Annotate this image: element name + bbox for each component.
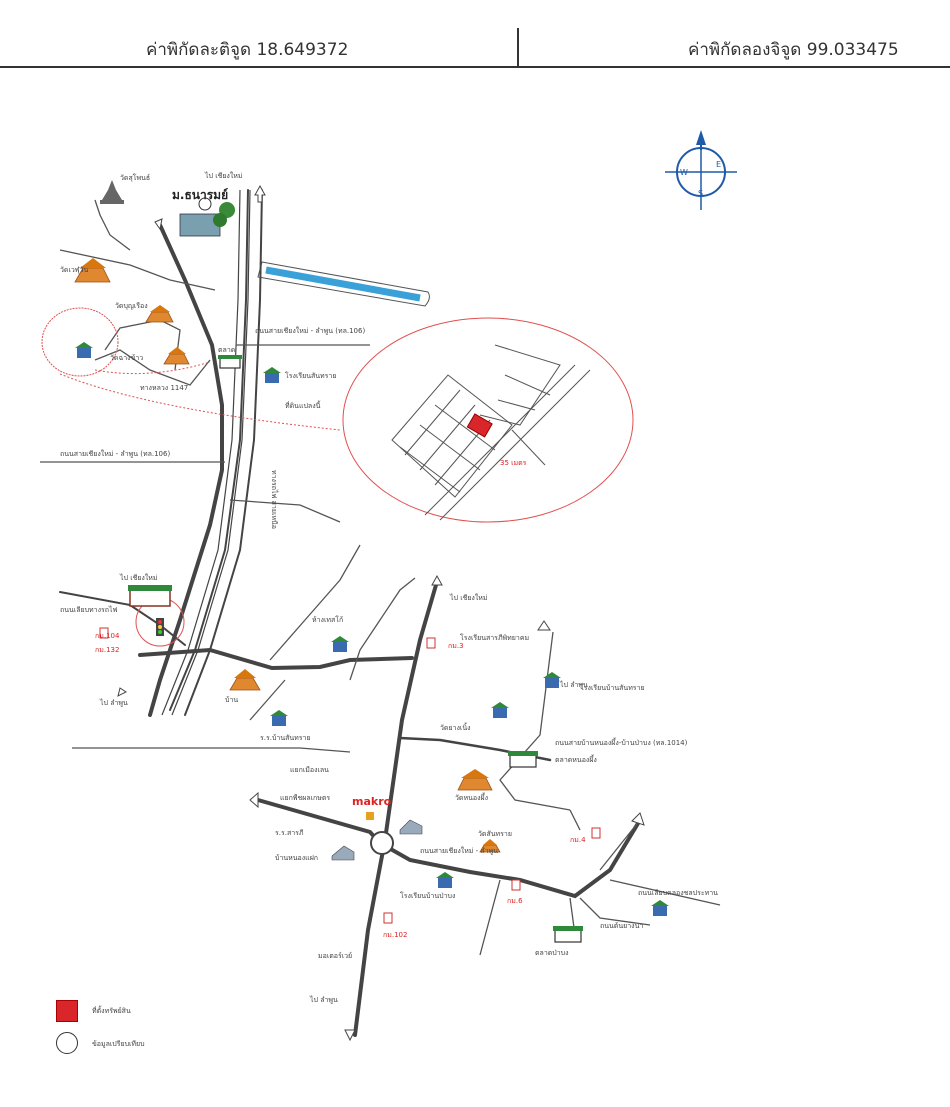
map-label: ไป ลำพูน [309, 995, 338, 1004]
map-label: บ้าน [225, 696, 238, 704]
km-label: กม.104 [95, 632, 120, 640]
main-roads [59, 189, 642, 1037]
map-label: ไป เชียงใหม่ [204, 171, 243, 180]
map-label: ทางรถไฟ สายเหนือ [270, 470, 279, 529]
map-label: แยกเมืองเลน [290, 766, 329, 774]
map-label: ไป เชียงใหม่ [119, 573, 158, 582]
school-icon [491, 702, 509, 718]
canal [257, 261, 430, 307]
temple-icon [457, 769, 493, 791]
map-label: ตลาด [218, 346, 235, 354]
header-rule [0, 66, 950, 68]
map-label: ถนนเลียบทางรถไฟ [60, 605, 118, 614]
legend-landmark-label: ข้อมูลเปรียบเทียบ [92, 1040, 145, 1048]
site-marker [466, 413, 493, 438]
distance-label: 35 เมตร [500, 459, 527, 467]
map-label: โรงเรียนสารภีพิทยาคม [460, 633, 529, 642]
map-label: ถนนสายเชียงใหม่ - ลำพูน [420, 846, 498, 855]
school-icon [331, 636, 349, 652]
map-label: มอเตอร์เวย์ [318, 952, 352, 960]
map-label: ที่ดินแปลงนี้ [285, 399, 321, 410]
map-label: บ้านหนองแฝก [275, 854, 318, 862]
shop-icon [218, 355, 242, 369]
map-label: ตลาดป่าบง [535, 949, 569, 957]
longitude-label: ค่าพิกัดลองจิจูด 99.033475 [688, 40, 899, 60]
km-label: กม.4 [570, 836, 586, 844]
map-label: ตลาดหนองผึ้ง [555, 753, 597, 764]
university-icon [179, 197, 235, 237]
warehouse-icon [399, 819, 423, 835]
school-icon [270, 710, 288, 726]
map-label: วัดยางเนิ้ง [440, 721, 471, 732]
road-end-arrows [117, 184, 645, 1042]
map-label: วัดบุญเรือง [115, 302, 148, 310]
map-label: โรงเรียนสันทราย [285, 371, 336, 380]
compass-w: W [680, 168, 688, 177]
map-label: ถนนสายบ้านหนองผึ้ง-บ้านป่าบง (ทล.1014) [555, 736, 688, 747]
map-label: ไป ลำพูน [559, 680, 588, 689]
school-icon [543, 672, 561, 688]
map-label: ถนนต้นยางนา [600, 922, 643, 930]
shop-icon [553, 926, 583, 943]
makro-logo: makro [352, 795, 392, 808]
temple-icon [163, 347, 190, 365]
coordinate-header: ค่าพิกัดละติจูด 18.649372 ค่าพิกัดลองจิจ… [0, 0, 950, 68]
traffic-light-icon [156, 618, 164, 636]
map-label: ห้างเทสโก้ [312, 615, 343, 624]
km-marker [99, 627, 601, 924]
map-label: วัดสันทราย [478, 830, 512, 838]
latitude-label: ค่าพิกัดละติจูด 18.649372 [146, 40, 349, 60]
km-label: กม.6 [507, 897, 523, 905]
stupa-icon [100, 180, 124, 204]
compass-e: E [716, 160, 721, 169]
school-icon [436, 872, 454, 888]
school-icon [651, 900, 669, 916]
makro-logo-mark [366, 812, 374, 820]
km-label: กม.102 [383, 931, 407, 939]
km-label: กม.3 [448, 642, 464, 650]
temple-icon [229, 669, 261, 691]
map-label: ถนนเลียบคลองชลประทาน [638, 889, 718, 897]
map-label: ถนนสายเชียงใหม่ - ลำพูน (ทล.106) [60, 449, 170, 458]
temple-icon [74, 258, 111, 283]
school-icon [75, 342, 93, 358]
warehouse-icon [331, 845, 355, 861]
compass-s: S [698, 189, 703, 198]
railway [161, 189, 251, 716]
map-label: วัดฉางข้าว [110, 354, 143, 362]
shop-icon [508, 751, 538, 768]
temple-icon [145, 305, 174, 323]
map-label: โรงเรียนบ้านป่าบง [400, 891, 455, 900]
temple-icon [479, 839, 501, 853]
compass-icon: W E S N [665, 130, 737, 210]
header-divider [517, 28, 519, 68]
map-label: ไป ลำพูน [99, 698, 128, 707]
map-label: ร.ร.สารภี [275, 829, 304, 837]
map-label: โรงเรียนบ้านสันทราย [580, 683, 645, 692]
map-label: วัดสุโพนธ์ [120, 173, 150, 182]
map-legend: ที่ตั้งทรัพย์สิน ข้อมูลเปรียบเทียบ [56, 1000, 256, 1060]
map-label: ร.ร.บ้านสันทราย [260, 734, 311, 742]
legend-site-swatch [56, 1000, 78, 1022]
map-label: แยกพืชผลเกษตร [280, 794, 330, 802]
location-map: W E S N [40, 130, 737, 1042]
map-label: ไป เชียงใหม่ [449, 593, 488, 602]
roundabout [370, 831, 394, 855]
legend-landmark-swatch [56, 1032, 78, 1054]
map-label: วัดเวฬุวัน [60, 266, 89, 274]
minor-roads [40, 199, 721, 956]
compass-n: N [698, 141, 699, 143]
plot-inset [391, 344, 591, 521]
school-icon [263, 367, 281, 383]
map-label: ถนนสายเชียงใหม่ - ลำพูน (ทล.106) [255, 326, 365, 335]
km-label: กม.132 [95, 646, 119, 654]
university-label: ม.ธนารมย์ [172, 188, 228, 202]
shop-icon [128, 585, 172, 607]
map-label: ทางหลวง 1147 [140, 384, 188, 392]
map-label: วัดหนองผึ้ง [455, 791, 488, 802]
legend-site-label: ที่ตั้งทรัพย์สิน [92, 1007, 131, 1015]
